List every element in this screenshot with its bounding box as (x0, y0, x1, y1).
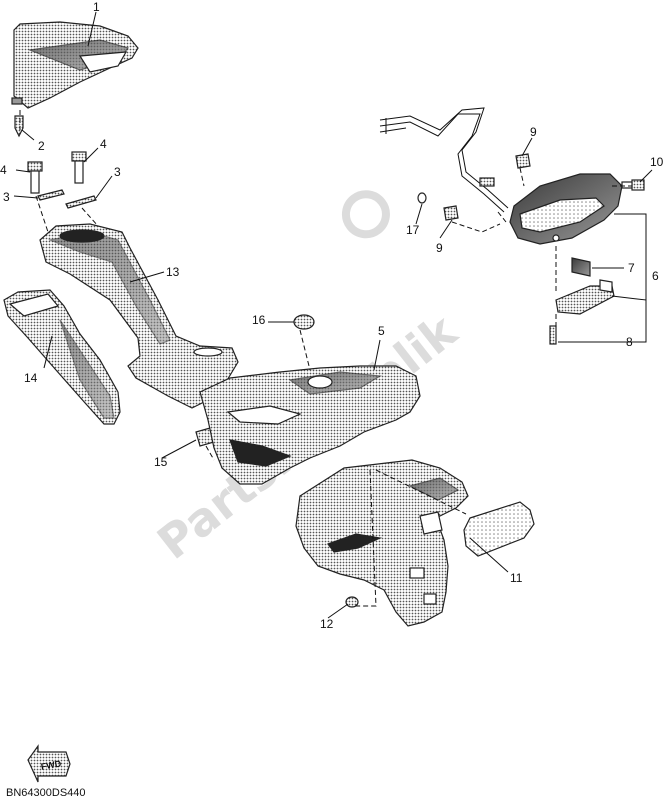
license-lamp (555, 279, 615, 315)
fwd-arrow-icon: FWD (27, 744, 71, 783)
callout-15: 15 (154, 455, 168, 469)
callout-14: 14 (24, 371, 38, 385)
drawing-code: BN64300DS440 (6, 787, 86, 799)
callout-3-left: 3 (3, 190, 10, 204)
part-12-nut (345, 596, 359, 608)
part-1-cover (11, 21, 139, 109)
part-17-pin (417, 192, 427, 204)
callout-4-left: 4 (0, 163, 7, 177)
assembly-lines (19, 110, 632, 607)
callout-6: 6 (652, 269, 659, 283)
tail-lamp (509, 173, 623, 245)
part-5-rear-fender (199, 365, 421, 485)
callouts: 1 2 3 3 4 4 5 6 7 8 9 9 10 11 12 13 14 1… (0, 0, 664, 631)
part-3-clip-right (65, 195, 97, 209)
part-16-grommet (293, 314, 315, 330)
callout-13: 13 (166, 265, 180, 279)
callout-9-upper: 9 (530, 125, 537, 139)
callout-2: 2 (38, 139, 45, 153)
callout-1: 1 (93, 0, 100, 14)
part-3-clip-left (37, 189, 65, 201)
watermark-gear-icon (341, 190, 390, 239)
part-14-panel (3, 289, 121, 425)
fwd-label: FWD (40, 758, 62, 771)
callout-4-right: 4 (100, 137, 107, 151)
callout-7: 7 (628, 261, 635, 275)
callout-8: 8 (626, 335, 633, 349)
part-4-bolt-right (71, 151, 87, 184)
part-7-socket (571, 257, 591, 277)
callout-12: 12 (320, 617, 334, 631)
callout-11: 11 (510, 571, 523, 585)
part-4-bolt-left (27, 161, 43, 194)
part-13-stay (39, 223, 239, 409)
part-10-screw (621, 179, 645, 191)
part-2-screw (14, 115, 24, 138)
part-9-upper (515, 153, 531, 169)
callout-9-lower: 9 (436, 241, 443, 255)
part-8-screw (549, 325, 557, 345)
callout-5: 5 (378, 324, 385, 338)
part-11-reflector (463, 501, 535, 557)
wire-harness (379, 107, 509, 213)
part-9-lower (443, 205, 459, 221)
callout-3-right: 3 (114, 165, 121, 179)
license-plate-bracket (295, 459, 469, 627)
callout-17: 17 (406, 223, 420, 237)
callout-16: 16 (252, 313, 266, 327)
callout-10: 10 (650, 155, 664, 169)
leader-lines (13, 11, 653, 619)
